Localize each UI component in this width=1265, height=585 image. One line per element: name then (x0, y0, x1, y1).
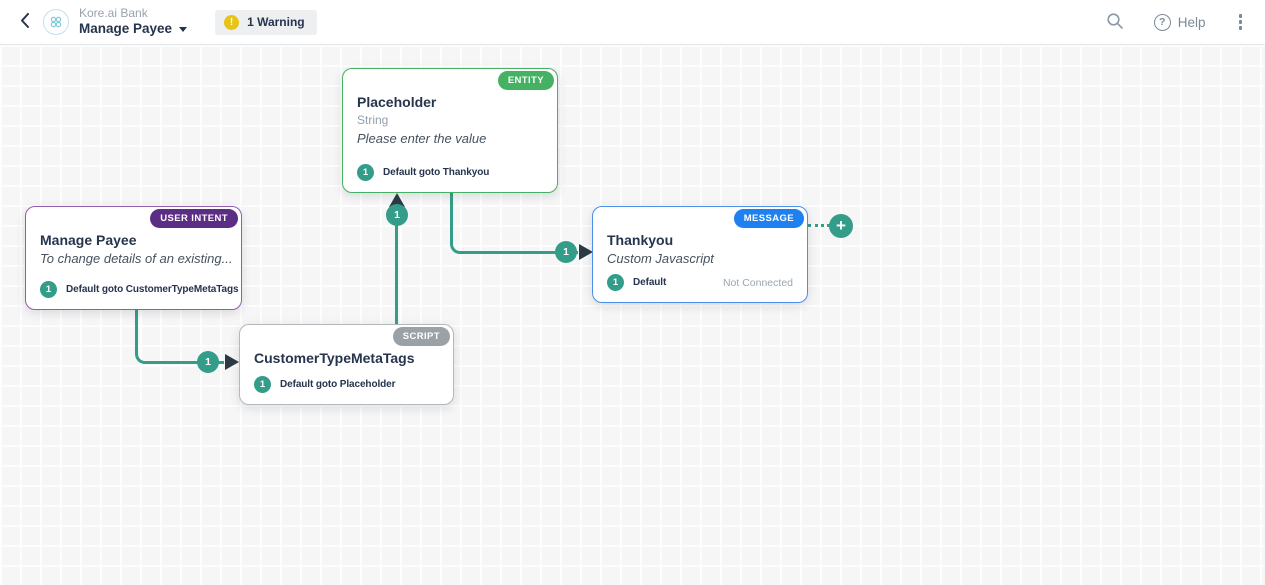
connection-label-2[interactable]: 1 (386, 204, 408, 226)
node-title: CustomerTypeMetaTags (254, 350, 415, 366)
warning-badge[interactable]: ! 1 Warning (215, 9, 317, 35)
help-label: Help (1177, 14, 1206, 30)
warning-count: 1 Warning (247, 15, 305, 29)
back-button[interactable] (14, 9, 35, 35)
transition-status: Not Connected (722, 276, 793, 289)
node-title: Thankyou (607, 232, 674, 248)
transition-row[interactable]: 1 Default goto Thankyou (357, 164, 543, 181)
pending-connection-stub (808, 224, 830, 227)
connector-placeholder-to-thankyou (450, 193, 578, 254)
dialog-name: Manage Payee (79, 21, 173, 37)
arrowhead-icon (579, 244, 593, 260)
connection-label-3[interactable]: 1 (555, 241, 577, 263)
node-description: To change details of an existing... (40, 251, 233, 266)
question-circle-icon: ? (1153, 13, 1171, 31)
more-options-button[interactable] (1236, 11, 1246, 33)
transition-row[interactable]: 1 Default Not Connected (607, 274, 793, 291)
chevron-left-icon (20, 13, 29, 31)
chevron-down-icon (179, 27, 188, 33)
node-type-badge: MESSAGE (733, 209, 804, 228)
transition-index-badge: 1 (254, 376, 271, 393)
node-customertypemetatags[interactable]: SCRIPT CustomerTypeMetaTags 1 Default go… (239, 324, 454, 405)
title-block: Kore.ai Bank Manage Payee (79, 6, 188, 37)
connector-managepayee-to-script (135, 310, 224, 364)
transition-index-badge: 1 (40, 281, 57, 298)
search-button[interactable] (1106, 12, 1124, 33)
node-title: Placeholder (357, 94, 437, 110)
node-type-badge: USER INTENT (150, 209, 238, 228)
arrowhead-icon (225, 354, 239, 370)
transition-row[interactable]: 1 Default goto CustomerTypeMetaTags (40, 281, 239, 298)
kebab-menu-icon (1238, 14, 1242, 18)
node-title: Manage Payee (40, 232, 137, 248)
node-manage-payee[interactable]: USER INTENT Manage Payee To change detai… (25, 206, 242, 310)
connector-script-to-placeholder (395, 203, 398, 324)
transition-index-badge: 1 (607, 274, 624, 291)
flow-canvas[interactable]: 1 1 1 + ENTITY Placeholder String Please… (0, 45, 1265, 585)
transition-row[interactable]: 1 Default goto Placeholder (254, 376, 439, 393)
arrowhead-icon (389, 193, 405, 207)
node-type-badge: SCRIPT (392, 327, 450, 346)
node-type-badge: ENTITY (497, 71, 554, 90)
bot-logo-icon (43, 9, 69, 35)
transition-label: Default goto CustomerTypeMetaTags (66, 284, 239, 295)
node-thankyou[interactable]: MESSAGE Thankyou Custom Javascript 1 Def… (592, 206, 808, 303)
add-node-button[interactable]: + (829, 214, 853, 238)
node-subtitle: String (357, 113, 389, 127)
node-description: Custom Javascript (607, 251, 714, 266)
bot-name: Kore.ai Bank (79, 6, 148, 21)
top-bar-actions: ? Help (1106, 11, 1245, 33)
transition-label: Default goto Thankyou (383, 167, 490, 178)
warning-icon: ! (224, 14, 240, 30)
node-placeholder[interactable]: ENTITY Placeholder String Please enter t… (342, 68, 558, 193)
transition-index-badge: 1 (357, 164, 374, 181)
search-icon (1106, 12, 1124, 33)
help-button[interactable]: ? Help (1153, 13, 1206, 31)
node-description: Please enter the value (357, 131, 487, 146)
transition-label: Default goto Placeholder (280, 379, 396, 390)
connection-label-1[interactable]: 1 (197, 351, 219, 373)
top-bar: Kore.ai Bank Manage Payee ! 1 Warning ? … (0, 0, 1265, 45)
dialog-selector[interactable]: Manage Payee (79, 21, 188, 37)
transition-label: Default (633, 277, 667, 288)
